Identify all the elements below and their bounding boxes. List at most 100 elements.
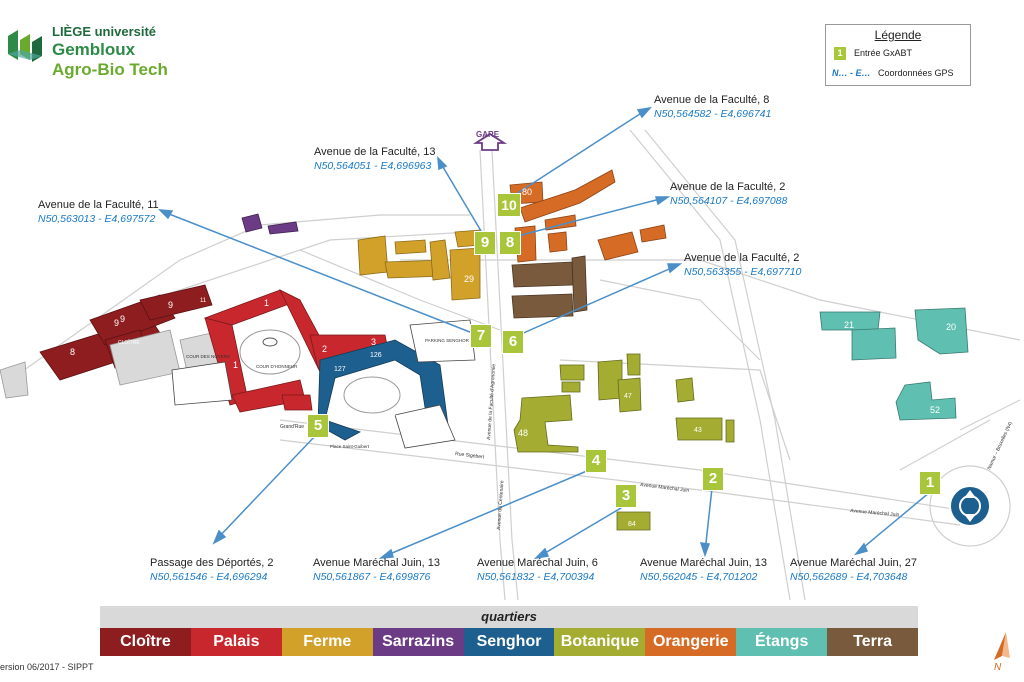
quartier-terra-buildings [511, 255, 588, 319]
quartiers-legend: Cloître Palais Ferme Sarrazins Senghor B… [100, 628, 919, 656]
label-rue-sigebert: Rue Sigebert [455, 451, 485, 461]
address-name: Avenue de la Faculté, 8 [654, 94, 770, 106]
quartier-ferme: Ferme [281, 628, 373, 656]
address-name: Avenue de la Faculté, 11 [38, 199, 159, 211]
building-num: 20 [946, 322, 956, 332]
entrance-badge-1[interactable]: 1 [919, 471, 941, 495]
address-name: Avenue de la Faculté, 2 [684, 252, 800, 264]
building-num: 80 [522, 187, 532, 197]
logo-mark-icon [8, 30, 42, 62]
address-name: Avenue de la Faculté, 2 [670, 181, 786, 193]
building-num: 47 [624, 393, 632, 400]
entrance-badge-7[interactable]: 7 [470, 324, 492, 348]
gps-arrows [158, 106, 931, 560]
address-entrance-5: Passage des Déportés, 2 N50,561546 - E4,… [150, 556, 274, 584]
address-gps: N50,562689 - E4,703648 [790, 571, 908, 583]
building-num: 1 [233, 360, 238, 370]
north-arrow-icon: N [994, 632, 1010, 672]
roundabout-arrows-icon [964, 490, 976, 522]
address-gps: N50,561832 - E4,700394 [477, 571, 595, 583]
address-entrance-10: Avenue de la Faculté, 8 N50,564582 - E4,… [654, 93, 771, 121]
building-num: 8 [70, 347, 75, 357]
entrance-badge-9[interactable]: 9 [474, 231, 496, 255]
legend-gps-sample: N… - E… [832, 68, 871, 78]
quartier-orangerie: Orangerie [645, 628, 737, 656]
entrance-badge-10[interactable]: 10 [497, 193, 521, 217]
building-num: 52 [930, 405, 940, 415]
entrance-badge-2[interactable]: 2 [702, 467, 724, 491]
entrance-badge-3[interactable]: 3 [615, 484, 637, 508]
building-num: 126 [370, 352, 382, 359]
quartier-palais: Palais [190, 628, 282, 656]
logo-line1: LIÈGE université [52, 24, 157, 39]
address-entrance-7: Avenue de la Faculté, 11 N50,563013 - E4… [38, 198, 159, 226]
address-gps: N50,563355 - E4,697710 [684, 266, 802, 278]
label-cour-noyers: COUR DES NOYERS [186, 354, 230, 359]
label-av-mj2: Avenue Maréchal Juin [850, 508, 900, 518]
building-num: 9 [168, 300, 173, 310]
label-av-mj1: Avenue Maréchal Juin [640, 482, 690, 494]
address-entrance-8: Avenue de la Faculté, 2 N50,564107 - E4,… [670, 180, 787, 208]
logo-line2: Gembloux [52, 40, 136, 59]
legend-entry-label: Entrée GxABT [854, 48, 913, 58]
legend: Légende 1 Entrée GxABT N… - E… Coordonné… [825, 24, 971, 86]
quartier-botanique: Botanique [554, 628, 646, 656]
address-gps: N50,564107 - E4,697088 [670, 195, 788, 207]
building-num: 1 [264, 298, 269, 308]
quartier-orangerie-buildings [509, 169, 667, 263]
entrance-badge-6[interactable]: 6 [502, 330, 524, 354]
address-name: Avenue Maréchal Juin, 27 [790, 557, 917, 569]
label-av-faculte: Avenue de la Faculté d'Agronomie [486, 363, 497, 440]
address-gps: N50,564051 - E4,696963 [314, 160, 432, 172]
quartier-sarrazins: Sarrazins [372, 628, 464, 656]
address-entrance-1: Avenue Maréchal Juin, 27 N50,562689 - E4… [790, 556, 917, 584]
address-name: Passage des Déportés, 2 [150, 557, 274, 569]
building-num: 48 [518, 428, 528, 438]
quartiers-header: quartiers [100, 606, 918, 628]
legend-entry-badge: 1 [834, 47, 846, 60]
building-num: 122 [346, 422, 357, 428]
roundabout-icon [949, 485, 991, 527]
building-num: 9 [120, 314, 125, 324]
quartier-terra: Terra [827, 628, 919, 656]
quartier-etangs: Étangs [736, 628, 828, 656]
quartier-botanique-buildings [513, 353, 735, 531]
label-cour-honneur: COUR D'HONNEUR [256, 364, 298, 369]
entrance-badge-8[interactable]: 8 [499, 231, 521, 255]
address-name: Avenue de la Faculté, 13 [314, 146, 436, 158]
building-num: 2 [322, 344, 327, 354]
quartier-senghor: Senghor [463, 628, 555, 656]
address-name: Avenue Maréchal Juin, 6 [477, 557, 598, 569]
building-num: 123 [384, 411, 396, 418]
quartier-senghor-buildings [317, 339, 451, 441]
address-entrance-9: Avenue de la Faculté, 13 N50,564051 - E4… [314, 145, 436, 173]
building-num: 11 [200, 298, 207, 304]
label-grand-rue: Grand'Rue [280, 424, 304, 430]
address-entrance-6: Avenue de la Faculté, 2 N50,563355 - E4,… [684, 251, 801, 279]
building-num: 84 [628, 521, 636, 528]
streets [9, 129, 1021, 601]
legend-title: Légende [874, 28, 922, 42]
label-namur: Namur – Bruxelles (N4) [986, 421, 1014, 471]
entrance-badge-5[interactable]: 5 [307, 414, 329, 438]
building-num: 21 [844, 320, 854, 330]
uliege-gembloux-logo: LIÈGE université Gembloux Agro-Bio Tech [6, 22, 206, 82]
address-entrance-3: Avenue Maréchal Juin, 6 N50,561832 - E4,… [477, 556, 598, 584]
quartier-etangs-buildings [819, 307, 969, 421]
quartier-ferme-buildings [357, 229, 481, 301]
address-gps: N50,562045 - E4,701202 [640, 571, 758, 583]
building-num: 121 [328, 407, 339, 413]
version-text: ersion 06/2017 - SIPPT [0, 662, 94, 672]
entrance-badge-4[interactable]: 4 [585, 449, 607, 473]
building-num: 29 [464, 274, 474, 284]
legend-gps-label: Coordonnées GPS [878, 68, 954, 78]
building-num: 43 [694, 427, 702, 434]
address-gps: N50,561867 - E4,699876 [313, 571, 431, 583]
address-entrance-4: Avenue Maréchal Juin, 13 N50,561867 - E4… [313, 556, 440, 584]
address-gps: N50,563013 - E4,697572 [38, 213, 156, 225]
quartier-sarrazins-buildings [241, 213, 299, 235]
logo-line3: Agro-Bio Tech [52, 60, 168, 79]
label-cloitre: CLOÎTRE [118, 339, 140, 346]
quartiers-title: quartiers [481, 609, 537, 624]
